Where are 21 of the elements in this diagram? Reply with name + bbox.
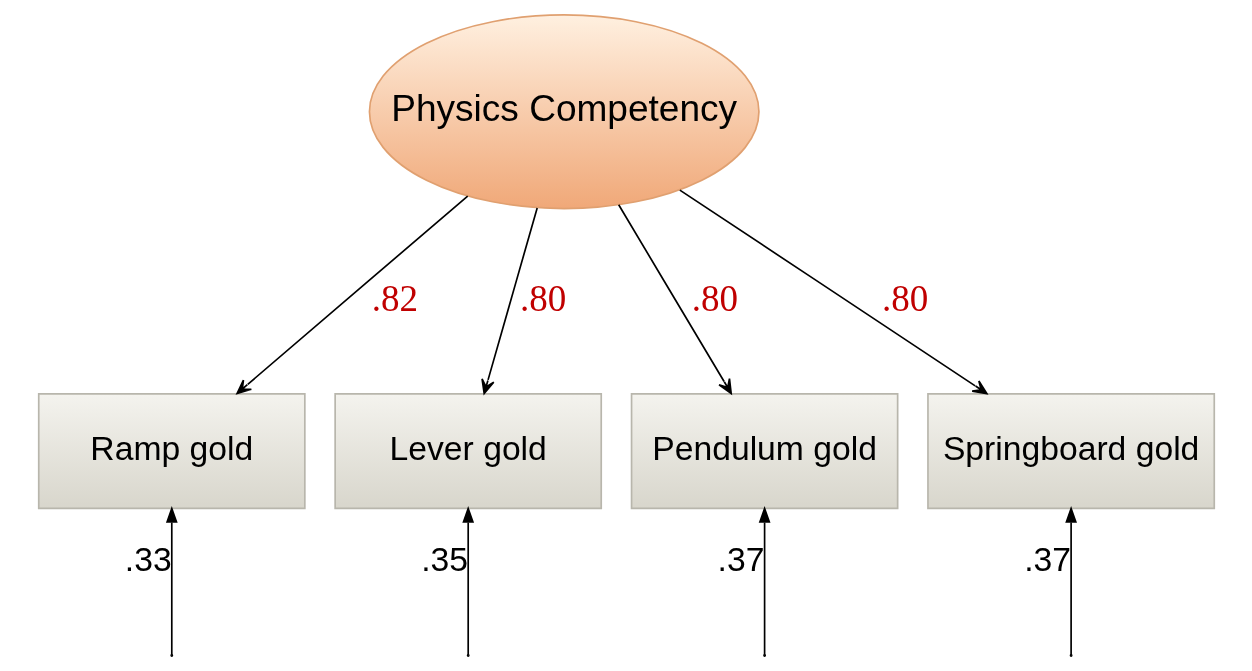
arrow [678,189,988,395]
arrow [480,207,538,395]
edge-label: .37 [1023,541,1071,579]
edge-label: .80 [691,277,738,319]
node-box: Springboard gold [926,393,1215,510]
arrow [461,506,474,656]
arrow [617,203,732,395]
edge-label: .80 [519,277,566,319]
node-box: Pendulum gold [630,393,898,510]
arrow [758,506,770,656]
node-ellipse: Physics Competency [368,14,760,210]
edge-label: .80 [881,277,928,319]
edge-label: .37 [717,541,764,579]
arrow [165,506,178,656]
edge-label: .35 [420,541,468,579]
node-box: Ramp gold [37,393,306,510]
arrow [235,195,469,395]
edge-label: .33 [124,541,172,579]
edge-label: .82 [371,277,418,319]
node-box: Lever gold [333,393,602,510]
arrow [1064,506,1077,656]
